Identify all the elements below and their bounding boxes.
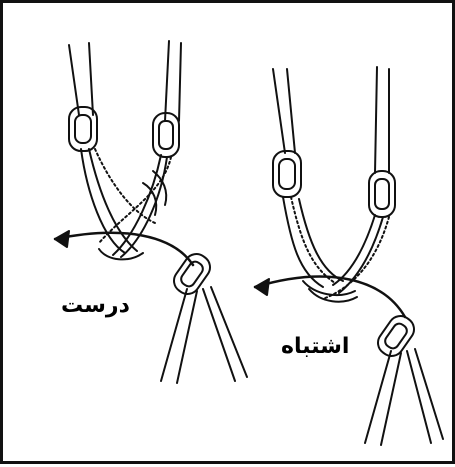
wrong-label: اشتباه: [281, 334, 349, 359]
correct-label: درست: [61, 293, 130, 318]
wrong-rigging: [255, 67, 443, 445]
left-carabiner: [273, 151, 301, 197]
hanging-carabiner: [169, 249, 214, 298]
right-anchor-rope: [165, 41, 181, 121]
left-anchor-rope: [69, 43, 93, 115]
right-anchor-rope: [375, 67, 389, 173]
sling-strand: [333, 215, 375, 285]
diagram-canvas: [3, 3, 455, 467]
hanging-carabiner: [373, 311, 418, 360]
correct-rigging: [55, 41, 247, 383]
sling-strand: [99, 157, 171, 243]
hanging-rope: [365, 349, 443, 445]
hanging-rope: [161, 287, 247, 383]
right-carabiner: [369, 171, 395, 217]
left-anchor-rope: [273, 69, 295, 153]
